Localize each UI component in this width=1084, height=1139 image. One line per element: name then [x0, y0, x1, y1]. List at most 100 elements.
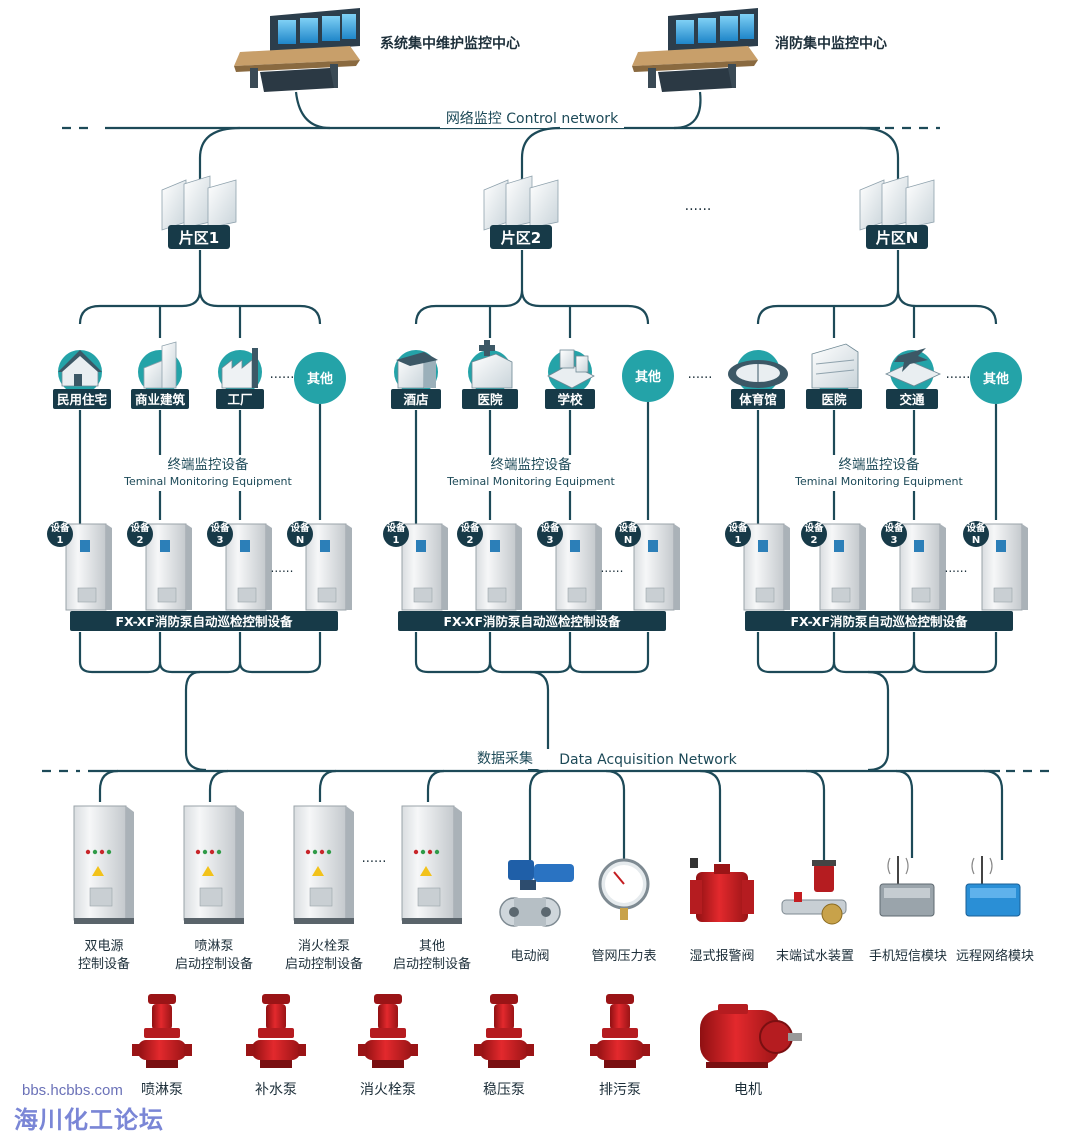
- device-word: 设备: [540, 522, 560, 534]
- hospital-icon: [811, 343, 859, 394]
- data-network-cn: 数据采集: [477, 750, 533, 767]
- test-water-device-icon: [781, 860, 847, 925]
- zone-label: 片区2: [501, 229, 541, 247]
- device-group-1: 设备1设备2设备3设备N......: [47, 521, 352, 611]
- device-word: 设备: [884, 522, 904, 534]
- terminal-device: 设备1: [725, 521, 790, 611]
- cabinet-label-line2: 控制设备: [78, 956, 130, 972]
- cabinet-label-line2: 启动控制设备: [393, 956, 471, 972]
- device-number: 3: [547, 535, 554, 546]
- terminal-device: 设备2: [127, 521, 192, 611]
- zone-badge: [168, 225, 230, 249]
- device-number: N: [972, 535, 980, 546]
- device-number: 2: [811, 535, 818, 546]
- device-word: 设备: [728, 522, 748, 534]
- pump-unit: 补水泵: [246, 994, 306, 1098]
- control-bar-3: FX-XF消防泵自动巡检控制设备: [745, 611, 1013, 631]
- field-device-pressure-gauge: 管网压力表: [591, 858, 657, 964]
- monitor-wall-icon: [632, 8, 758, 92]
- control-bar-label: FX-XF消防泵自动巡检控制设备: [790, 614, 968, 629]
- vertical-pump-icon: [358, 994, 418, 1068]
- pump-row: 喷淋泵补水泵消火栓泵稳压泵排污泵: [132, 994, 650, 1098]
- device-number: 2: [467, 535, 474, 546]
- pump-label: 稳压泵: [483, 1082, 525, 1098]
- field-device-network-module: 远程网络模块: [956, 856, 1034, 964]
- pump-label: 喷淋泵: [141, 1082, 183, 1098]
- group-dots: ......: [270, 367, 295, 382]
- sms-module-icon: [879, 856, 935, 917]
- monitor-wall-icon: [234, 8, 360, 92]
- zone-badge: [490, 225, 552, 249]
- control-cabinet-icon: [633, 523, 680, 611]
- cabinet-label-line1: 双电源: [84, 939, 123, 954]
- field-device-label: 远程网络模块: [956, 948, 1034, 964]
- device-number-badge: [47, 521, 73, 547]
- control-cabinet-icon: [899, 523, 946, 611]
- control-bar-2: FX-XF消防泵自动巡检控制设备: [398, 611, 666, 631]
- cabinet-label-line2: 启动控制设备: [285, 956, 363, 972]
- device-number: N: [296, 535, 304, 546]
- device-number: 3: [217, 535, 224, 546]
- building-label: 工厂: [227, 392, 252, 407]
- device-number: 3: [891, 535, 898, 546]
- building-group-3: 体育馆 医院 交通 ...... 其他: [728, 343, 1022, 409]
- device-number-badge: [383, 521, 409, 547]
- terminal-device-rows: 设备1设备2设备3设备N......设备1设备2设备3设备N......设备1设…: [47, 521, 1028, 611]
- terminal-device: 设备N: [963, 521, 1028, 611]
- control-cabinet-icon: [145, 523, 192, 611]
- control-cabinet-icon: [73, 805, 134, 924]
- cabinet-dots: ......: [362, 851, 387, 866]
- zone-2: 片区2: [483, 175, 559, 249]
- building-group-2: 酒店 医院 学校 其他: [391, 340, 674, 409]
- terminal-device: 设备2: [801, 521, 866, 611]
- pump-unit: 消火栓泵: [358, 994, 418, 1098]
- building-cluster-icon: [483, 175, 559, 231]
- zone-connectors: [78, 250, 998, 338]
- terminal-en: Teminal Monitoring Equipment: [446, 475, 615, 488]
- airport-icon: [885, 348, 941, 394]
- building-label: 医院: [477, 392, 503, 407]
- building-label: 学校: [557, 392, 583, 407]
- pump-label: 补水泵: [255, 1082, 297, 1098]
- network-module-icon: [965, 856, 1021, 917]
- device-dots: ......: [601, 561, 624, 575]
- terminal-label-1: 终端监控设备 Teminal Monitoring Equipment: [123, 455, 295, 491]
- device-number-badge: [615, 521, 641, 547]
- terminal-cn: 终端监控设备: [839, 456, 920, 473]
- other-badge: [622, 350, 674, 402]
- terminal-cn: 终端监控设备: [491, 456, 572, 473]
- terminal-device: 设备N: [287, 521, 352, 611]
- group-dots: ......: [946, 367, 971, 382]
- control-cabinet-icon: [475, 523, 522, 611]
- control-cabinet-icon: [65, 523, 112, 611]
- other-label: 其他: [983, 371, 1009, 387]
- field-device-label: 湿式报警阀: [689, 948, 754, 964]
- zone-1: 片区1: [161, 175, 237, 249]
- device-dots: ......: [945, 561, 968, 575]
- terminal-en: Teminal Monitoring Equipment: [794, 475, 963, 488]
- motor-unit: 电机: [700, 1004, 802, 1098]
- commercial-building-icon: [138, 341, 182, 394]
- building-cluster-icon: [859, 175, 935, 231]
- field-device-label: 末端试水装置: [776, 949, 854, 964]
- device-number-badge: [881, 521, 907, 547]
- group-gap-dots: ......: [688, 367, 713, 382]
- factory-icon: [218, 348, 262, 394]
- device-word: 设备: [804, 522, 824, 534]
- pressure-gauge-icon: [598, 858, 650, 920]
- terminal-cn: 终端监控设备: [168, 456, 249, 473]
- house-icon: [58, 350, 102, 394]
- device-number: 2: [137, 535, 144, 546]
- center-label: 系统集中维护监控中心: [380, 35, 520, 52]
- control-cabinet-icon: [225, 523, 272, 611]
- device-dots: ......: [271, 561, 294, 575]
- control-bar-label: FX-XF消防泵自动巡检控制设备: [115, 614, 293, 629]
- control-cabinet-icon: [819, 523, 866, 611]
- control-cabinet-icon: [401, 805, 462, 924]
- device-number: 1: [735, 535, 742, 546]
- field-device-label: 手机短信模块: [869, 949, 947, 964]
- cabinet-label-line1: 其他: [419, 939, 445, 954]
- device-number-badge: [801, 521, 827, 547]
